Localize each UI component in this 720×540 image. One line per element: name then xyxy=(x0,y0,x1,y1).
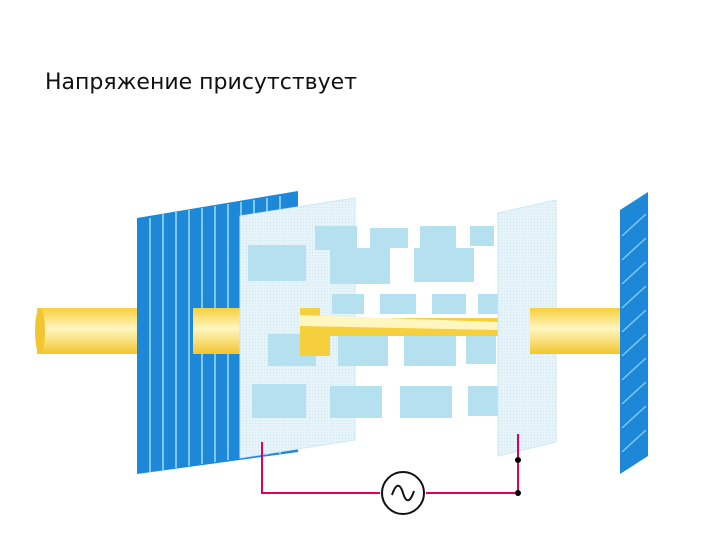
light-beam-segment xyxy=(193,308,243,354)
voltage-circuit xyxy=(261,434,521,496)
light-beam-middle xyxy=(300,308,498,356)
ac-source-icon xyxy=(381,471,425,515)
liquid-crystal-layer xyxy=(315,226,498,418)
front-glass-panel xyxy=(239,197,356,459)
rear-polarizer xyxy=(620,192,648,474)
rear-glass-panel xyxy=(497,199,557,457)
slide-title: Напряжение присутствует xyxy=(45,70,357,95)
light-beam-right xyxy=(530,308,620,354)
electrode-segment xyxy=(252,384,306,418)
light-beam-left xyxy=(35,308,137,354)
electrode-segment xyxy=(248,245,306,281)
